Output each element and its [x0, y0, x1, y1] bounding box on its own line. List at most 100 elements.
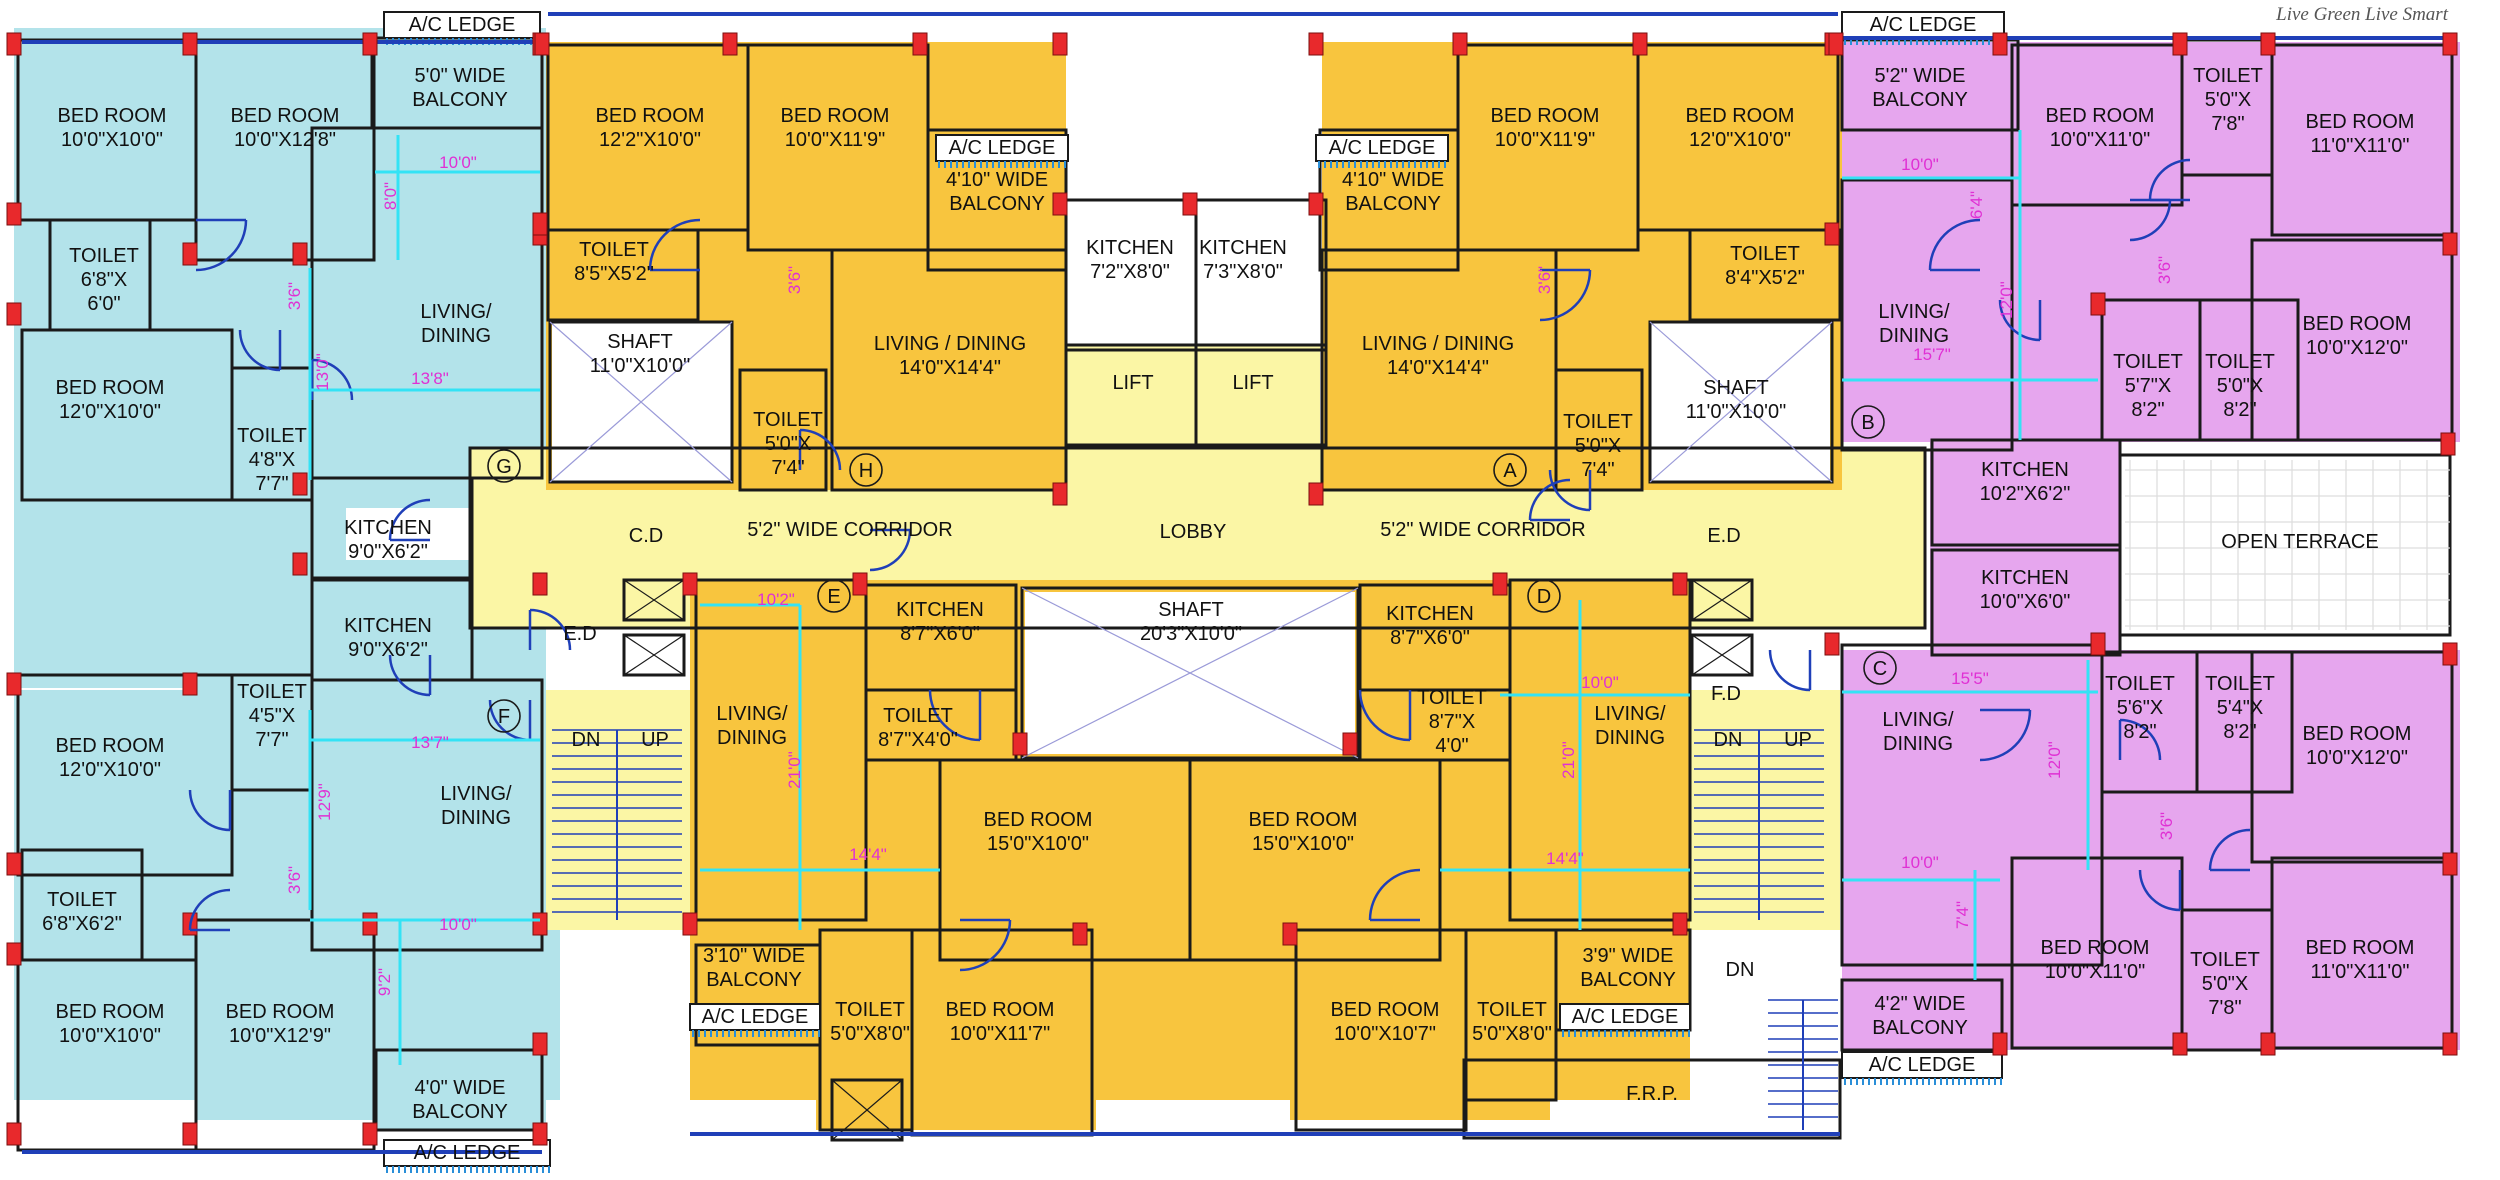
c1-bed2-label-line: BED ROOM: [231, 105, 340, 127]
o4-toilet1-label-line: 4'0": [1435, 735, 1468, 757]
dimension-d2: 8'0": [381, 182, 400, 210]
o3-bed1-label-line: BED ROOM: [984, 809, 1093, 831]
dimension-d16: 10'0": [1581, 673, 1619, 692]
ed-right-label: E.D: [1707, 525, 1740, 547]
dimension-d21: 12'0": [1997, 281, 2016, 319]
terrace-fill: [2122, 455, 2452, 635]
column: [292, 552, 308, 576]
duct-box: [622, 578, 686, 622]
wall-shaft-right: [1648, 320, 1834, 484]
c2-toilet2-label-line: TOILET: [47, 889, 117, 911]
o3-toilet1-label-line: 8'7"X4'0": [878, 729, 958, 751]
dn-left-label: DN: [572, 729, 601, 751]
p2-living-label: LIVING/DINING: [1882, 709, 1954, 755]
marker-a-circle: [1493, 453, 1527, 487]
o2-kitchen-label-line: 7'3"X8'0": [1203, 261, 1283, 283]
window-edge: [22, 1150, 542, 1154]
door-swing: [238, 329, 281, 372]
wall-p1-living: [1840, 178, 2014, 452]
p2-balcony-label-line: 4'2" WIDE: [1875, 993, 1966, 1015]
column: [1824, 222, 1840, 246]
o3-toilet1-label-line: TOILET: [883, 705, 953, 727]
column: [532, 572, 548, 596]
wall-shaft-left: [548, 320, 734, 484]
p2-bed3-label-line: 11'0"X11'0": [2311, 961, 2410, 983]
wall-o2-toilet1: [1688, 228, 1842, 322]
ledge-3: A/C LEDGE: [949, 137, 1056, 159]
dimension-d26: 3'6": [2157, 812, 2176, 840]
p1-balcony-label-line: 5'2" WIDE: [1875, 65, 1966, 87]
p1-kitchen-label-line: KITCHEN: [1981, 459, 2069, 481]
column: [1672, 912, 1688, 936]
o3-kitchen-label-line: KITCHEN: [896, 599, 984, 621]
p1-bed2-label-line: 11'0"X11'0": [2311, 135, 2410, 157]
shaft-cross: [549, 321, 733, 483]
column: [532, 912, 548, 936]
dimension-d11: 3'6": [785, 266, 804, 294]
o1-bed2-label-line: 10'0"X11'9": [785, 129, 885, 151]
column: [6, 1122, 22, 1146]
door-swing: [1528, 478, 1571, 521]
column: [1992, 1032, 2008, 1056]
c1-living-label: LIVING/DINING: [420, 301, 492, 347]
c2-bed2-label-line: BED ROOM: [56, 1001, 165, 1023]
c1-bed1-label-line: BED ROOM: [58, 105, 167, 127]
column: [182, 672, 198, 696]
o2-bed2-label-line: BED ROOM: [1686, 105, 1795, 127]
corridor-right-label: 5'2" WIDE CORRIDOR: [1380, 519, 1585, 541]
c1-balcony-label-line: 5'0" WIDE: [415, 65, 506, 87]
column: [182, 32, 198, 56]
c2-living-label-line: DINING: [441, 807, 511, 829]
ledge-7: A/C LEDGE: [1869, 1054, 1976, 1076]
column: [1342, 732, 1358, 756]
ledge-6: A/C LEDGE: [1572, 1006, 1679, 1028]
p2-bed2-label-line: 10'0"X11'0": [2045, 961, 2145, 983]
door-swing: [1539, 269, 1592, 322]
ledge-1: A/C LEDGE: [409, 14, 516, 36]
c2-bed2-label-line: 10'0"X10'0": [59, 1025, 161, 1047]
o3-balcony-label-line: BALCONY: [706, 969, 802, 991]
p2-bed3-label-line: BED ROOM: [2306, 937, 2415, 959]
duct-cross: [831, 1079, 903, 1141]
marker-g: G: [496, 456, 512, 478]
wall-p2-bed3: [2270, 856, 2454, 1050]
column: [2442, 232, 2458, 256]
o4-kitchen-label-line: KITCHEN: [1386, 603, 1474, 625]
column: [912, 32, 928, 56]
lift2-label: LIFT: [1232, 372, 1273, 394]
wall-p2-balcony: [1840, 978, 2004, 1052]
c2-balcony-label-line: BALCONY: [412, 1101, 508, 1123]
p2-toilet2-label-line: 5'4"X: [2217, 697, 2264, 719]
marker-h-circle: [849, 453, 883, 487]
o4-living-label-line: LIVING/: [1594, 703, 1666, 725]
marker-c: C: [1873, 658, 1887, 680]
marker-d-circle: [1527, 579, 1561, 613]
o1-toilet2-label-line: 7'4": [771, 457, 804, 479]
dimension-d8: 3'6": [285, 866, 304, 894]
tagline: Live Green Live Smart: [2276, 4, 2448, 25]
p1-balcony-label-line: BALCONY: [1872, 89, 1968, 111]
c1-living-label-line: DINING: [421, 325, 491, 347]
column: [682, 572, 698, 596]
lift1-label-line: LIFT: [1112, 372, 1153, 394]
o3-living-label: LIVING/DINING: [716, 703, 788, 749]
door-swing: [869, 529, 912, 572]
door-swing: [388, 654, 431, 697]
